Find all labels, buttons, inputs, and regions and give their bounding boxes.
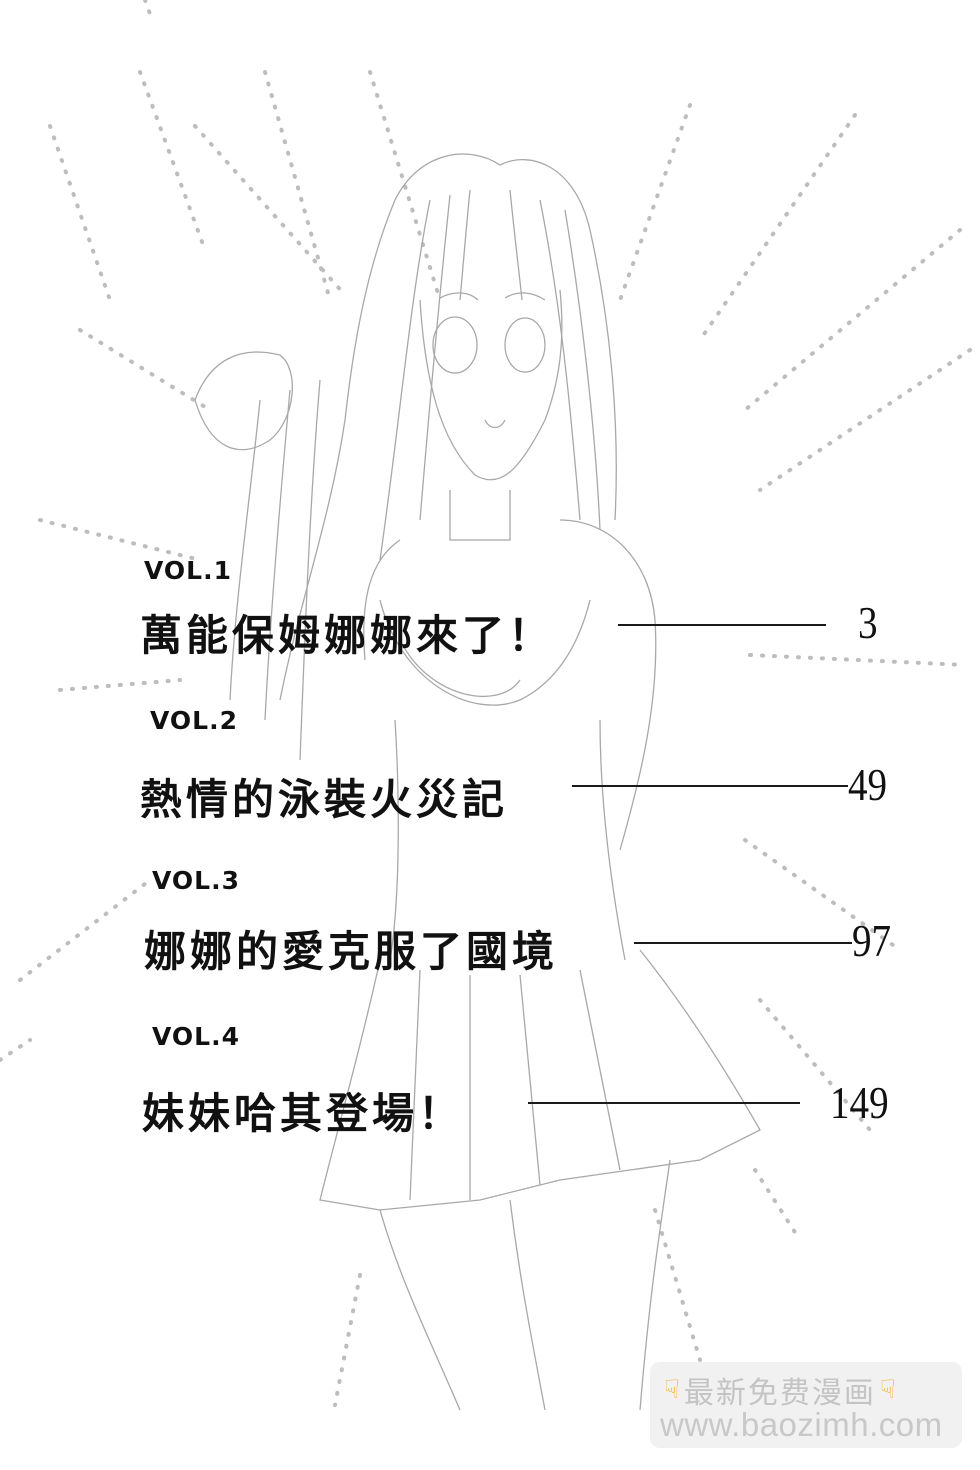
watermark-url[interactable]: www.baozimh.com (660, 1406, 943, 1443)
chapter-title: 娜娜的愛克服了國境 (144, 927, 559, 976)
pointing-down-hand-icon: ☟ (879, 1375, 896, 1405)
leader-line (528, 1102, 800, 1104)
page-number: 97 (852, 915, 892, 966)
page-number: 3 (858, 597, 878, 648)
volume-label: VOL.3 (152, 866, 240, 895)
chapter-title: 妹妹哈其登場！ (142, 1089, 465, 1138)
page-number: 149 (830, 1077, 889, 1128)
volume-label: VOL.1 (144, 556, 232, 585)
watermark-title: 最新免费漫画 (683, 1376, 876, 1411)
page-number: 49 (848, 759, 888, 810)
site-watermark[interactable]: ☟ 最新免费漫画 ☟ www.baozimh.com (650, 1362, 962, 1448)
volume-label: VOL.4 (152, 1022, 240, 1051)
pointing-down-hand-icon: ☟ (664, 1375, 680, 1405)
volume-label: VOL.2 (150, 706, 238, 735)
leader-line (572, 785, 848, 787)
leader-line (618, 624, 826, 626)
leader-line (634, 942, 852, 944)
chapter-title: 熱情的泳裝火災記 (140, 775, 509, 824)
radiating-dotted-lines (0, 0, 972, 1407)
chapter-title: 萬能保姆娜娜來了！ (140, 611, 555, 660)
watermark-title-row: ☟ 最新免费漫画 ☟ (664, 1368, 896, 1412)
